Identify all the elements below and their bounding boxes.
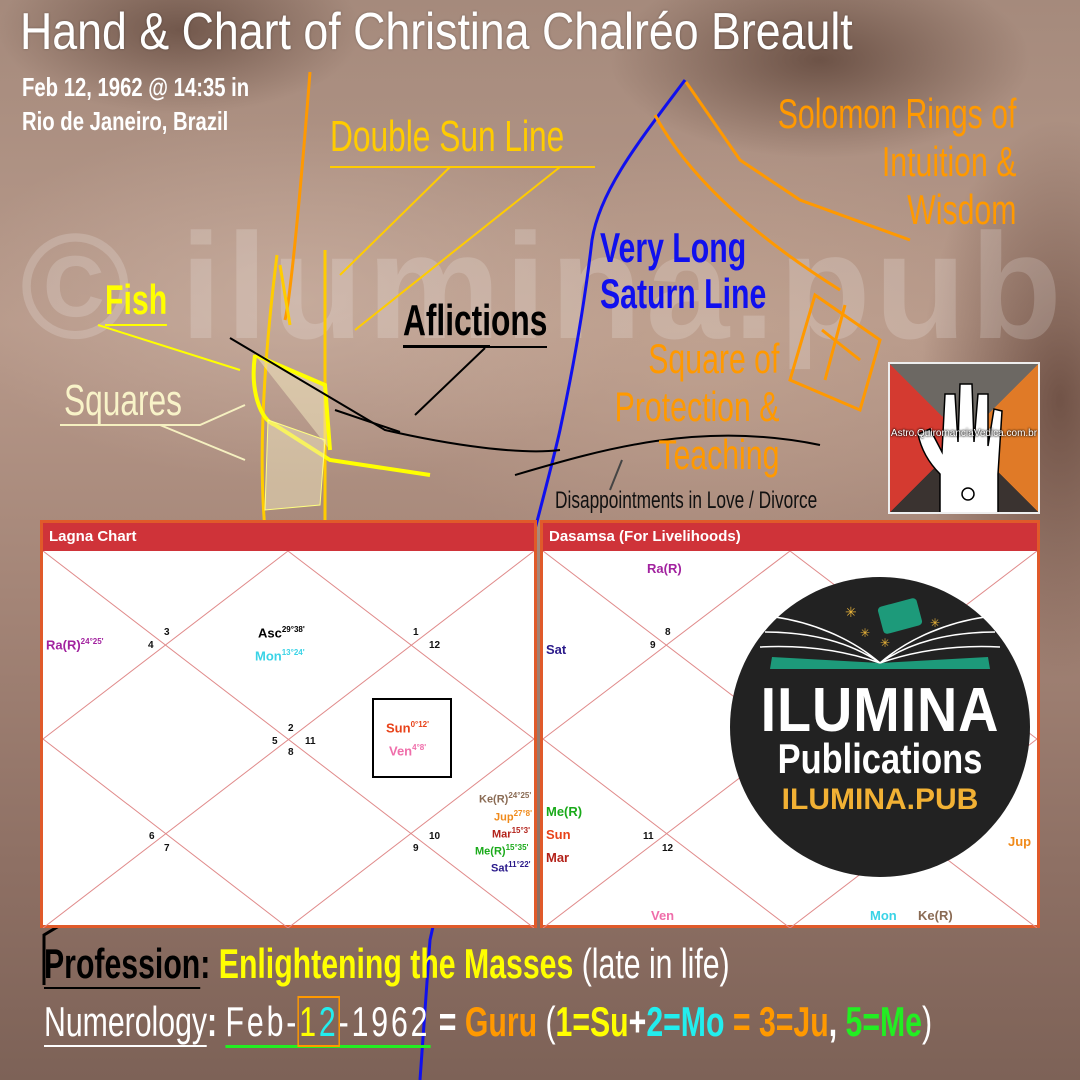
palm-hand-icon: [917, 383, 1003, 512]
dasamsa-planet-sun: Sun: [546, 827, 571, 842]
numerology-label: Numerology: [44, 998, 208, 1047]
ilumina-publications-logo: ✳ ✳ ✳ ✳ ILUMINA Publications ILUMINA.PUB: [730, 577, 1030, 877]
saturn-line-2: Saturn Line: [600, 270, 767, 317]
numerology-colon: :: [207, 998, 218, 1045]
solomon-line-3: Wisdom: [907, 186, 1017, 233]
lagna-house-3: 3: [164, 627, 170, 638]
svg-text:✳: ✳: [880, 636, 890, 650]
logo-publications-text: Publications: [777, 735, 983, 782]
badge-site-url: Astro.QuiromanciaVedica.com.br: [890, 428, 1038, 439]
highlight-box-sun-ven: [372, 698, 452, 778]
dasamsa-house-12: 12: [662, 843, 674, 854]
numerology-line: Numerology: Feb-12-1962 = Guru (1=Su+2=M…: [44, 996, 932, 1048]
lagna-planet-ke: Ke(R)24°25': [479, 791, 532, 806]
lagna-house-2: 2: [288, 723, 294, 734]
dasamsa-planet-sat: Sat: [546, 642, 567, 657]
profession-colon: :: [200, 940, 211, 987]
dasamsa-planet-jup: Jup: [1008, 834, 1032, 849]
label-disappointments: Disappointments in Love / Divorce: [555, 487, 818, 514]
protection-line-3: Teaching: [658, 431, 780, 478]
profession-note: (late in life): [581, 940, 730, 987]
lagna-chart-grid: [43, 551, 534, 928]
logo-ilumina-text: ILUMINA: [760, 676, 1000, 745]
lagna-house-1: 1: [413, 627, 419, 638]
birth-date-time: Feb 12, 1962 @ 14:35 in: [22, 72, 250, 102]
lagna-house-10: 10: [429, 831, 441, 842]
protection-line-2: Protection &: [614, 383, 780, 430]
lagna-house-11: 11: [305, 736, 316, 747]
numerology-date: Feb-12-1962: [225, 996, 431, 1048]
lagna-house-6: 6: [149, 831, 155, 842]
solomon-line-1: Solomon Rings of: [777, 90, 1017, 137]
protection-line-1: Square of: [648, 335, 780, 382]
lagna-house-4: 4: [148, 640, 154, 651]
dasamsa-planet-ra: Ra(R): [647, 561, 682, 576]
label-saturn-line: Very Long Saturn Line: [600, 225, 766, 317]
lagna-planet-sat: Sat11°22': [491, 860, 531, 875]
label-fish: Fish: [105, 276, 168, 326]
lagna-planet-jup: Jup27°8': [494, 809, 533, 824]
page-title: Hand & Chart of Christina Chalréo Breaul…: [20, 3, 853, 61]
lagna-planet-me: Me(R)15°35': [475, 843, 529, 858]
label-solomon-rings: Solomon Rings of Intuition & Wisdom: [750, 90, 1017, 234]
lagna-house-5: 5: [272, 736, 278, 747]
lagna-house-8: 8: [288, 747, 294, 758]
saturn-line-1: Very Long: [600, 224, 747, 271]
logo-url-text: ILUMINA.PUB: [781, 783, 979, 816]
dasamsa-chart-title: Dasamsa (For Livelihoods): [543, 523, 1037, 551]
lagna-house-9: 9: [413, 843, 419, 854]
numerology-guru: Guru: [464, 998, 538, 1045]
label-square-protection: Square of Protection & Teaching: [585, 335, 780, 479]
solomon-line-2: Intuition &: [881, 138, 1017, 185]
lagna-planet-ra: Ra(R)24°25': [46, 637, 104, 653]
lagna-planet-mar: Mar15°3': [492, 826, 531, 841]
label-double-sun-line: Double Sun Line: [330, 112, 565, 161]
open-book-icon: ✳ ✳ ✳ ✳: [759, 598, 1001, 669]
label-squares: Squares: [64, 376, 183, 425]
lagna-chart-title: Lagna Chart: [43, 523, 534, 551]
lagna-house-7: 7: [164, 843, 170, 854]
copyright-watermark: © ilumina.pub: [20, 202, 1066, 370]
dasamsa-planet-mar: Mar: [546, 850, 570, 865]
lagna-planet-sun: Sun0°12': [386, 720, 430, 736]
dasamsa-house-9: 9: [650, 640, 656, 651]
lagna-planet-asc: Asc29°38': [258, 625, 305, 641]
svg-text:✳: ✳: [845, 604, 857, 620]
lagna-planet-mon: Mon13°24': [255, 648, 305, 664]
birth-place: Rio de Janeiro, Brazil: [22, 106, 229, 136]
profession-value: Enlightening the Masses: [218, 940, 574, 987]
birth-details: Feb 12, 1962 @ 14:35 in Rio de Janeiro, …: [22, 70, 249, 138]
svg-text:✳: ✳: [930, 616, 940, 630]
profession-label: Profession: [44, 940, 201, 989]
lagna-planet-ven: Ven4°8': [389, 743, 427, 759]
lagna-chart-panel: Lagna Chart 3 4 1 12 2 5 11 8 6 7 9 10 A…: [40, 520, 537, 928]
profession-line: Profession: Enlightening the Masses (lat…: [44, 940, 730, 989]
dasamsa-house-11: 11: [643, 831, 654, 842]
dasamsa-planet-me: Me(R): [546, 804, 583, 819]
dasamsa-planet-ke: Ke(R): [918, 908, 953, 923]
dasamsa-house-8: 8: [665, 627, 671, 638]
quiromancia-badge: Astro.QuiromanciaVedica.com.br: [888, 362, 1040, 514]
label-aflictions: Aflictions: [403, 296, 548, 348]
dasamsa-planet-mon: Mon: [870, 908, 897, 923]
svg-text:✳: ✳: [860, 626, 870, 640]
dasamsa-planet-ven: Ven: [651, 908, 675, 923]
lagna-house-12: 12: [429, 640, 441, 651]
